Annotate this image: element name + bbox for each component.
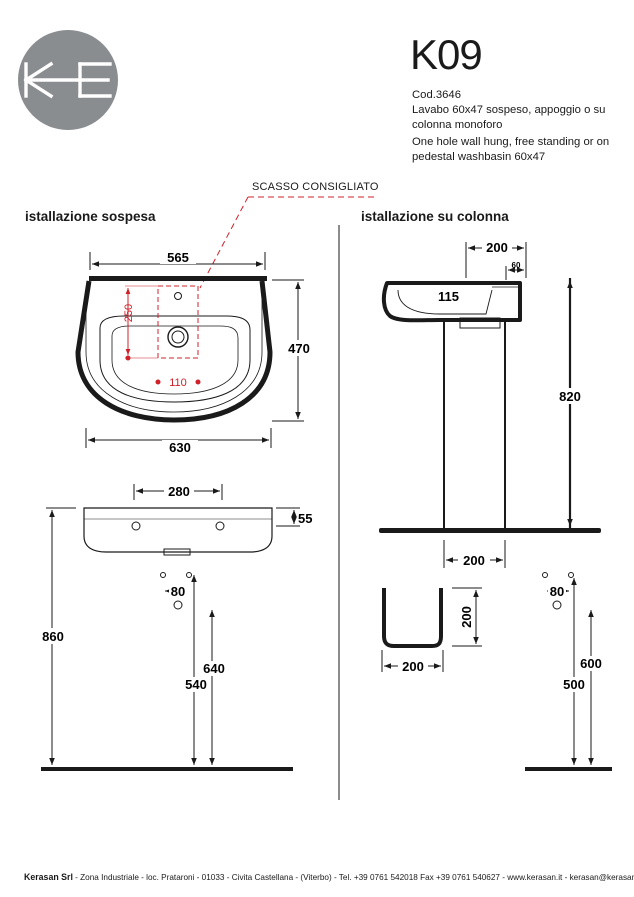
recess-outline [125, 285, 201, 385]
dim-200-top: 200 [486, 240, 508, 255]
model-name: K09 [410, 31, 483, 78]
dim-80-right: 80 [550, 584, 564, 599]
dim-200-mid: 200 [463, 553, 485, 568]
dim-55: 55 [298, 511, 312, 526]
dim-540: 540 [185, 677, 207, 692]
pedestal-section-title: istallazione su colonna [361, 209, 509, 224]
dim-860: 860 [42, 629, 64, 644]
basin-side-view [381, 281, 522, 329]
dim-500: 500 [563, 677, 585, 692]
height-dimensions-left [46, 507, 215, 765]
basin-front-view [83, 507, 273, 556]
dim-565: 565 [167, 250, 189, 265]
dim-470: 470 [288, 341, 310, 356]
footer-address: - Zona Industriale - loc. Prataroni - 01… [72, 873, 634, 882]
description-it-line1: Lavabo 60x47 sospeso, appoggio o su [412, 104, 606, 116]
dim-80-left: 80 [171, 584, 185, 599]
wall-hung-section-title: istallazione sospesa [25, 209, 156, 224]
height-dimensions-right [571, 578, 594, 765]
dim-200-vertical: 200 [459, 606, 474, 628]
recommended-recess-label: SCASSO CONSIGLIATO [252, 181, 379, 193]
floor-line-left [41, 767, 293, 771]
description-it-line2: colonna monoforo [412, 119, 503, 131]
dim-60: 60 [512, 261, 521, 270]
dim-600: 600 [580, 656, 602, 671]
pedestal-front-view [382, 588, 443, 648]
dim-280: 280 [168, 484, 190, 499]
dim-110: 110 [169, 377, 187, 389]
pedestal-side-view [443, 320, 506, 528]
dim-820: 820 [559, 389, 581, 404]
kerasan-logo [18, 30, 118, 130]
dim-640: 640 [203, 661, 225, 676]
footer-company: Kerasan Srl [24, 872, 73, 882]
dim-200-ped-lines [381, 587, 482, 672]
recess-pointer [199, 196, 375, 289]
dim-250: 250 [123, 304, 135, 322]
product-code: Cod.3646 [412, 89, 461, 101]
description-en-line1: One hole wall hung, free standing or on [412, 136, 610, 148]
dim-115: 115 [438, 289, 459, 304]
floor-line-pedestal [379, 528, 601, 533]
logo-ke-letters [23, 61, 112, 99]
dim-200-pedestal: 200 [402, 659, 424, 674]
basin-top-view [75, 276, 273, 423]
footer: Kerasan Srl - Zona Industriale - loc. Pr… [24, 872, 634, 882]
description-en-line2: pedestal washbasin 60x47 [412, 151, 546, 163]
dim-630: 630 [169, 440, 191, 455]
floor-line-right [525, 767, 612, 771]
dim-55-line [276, 507, 300, 527]
